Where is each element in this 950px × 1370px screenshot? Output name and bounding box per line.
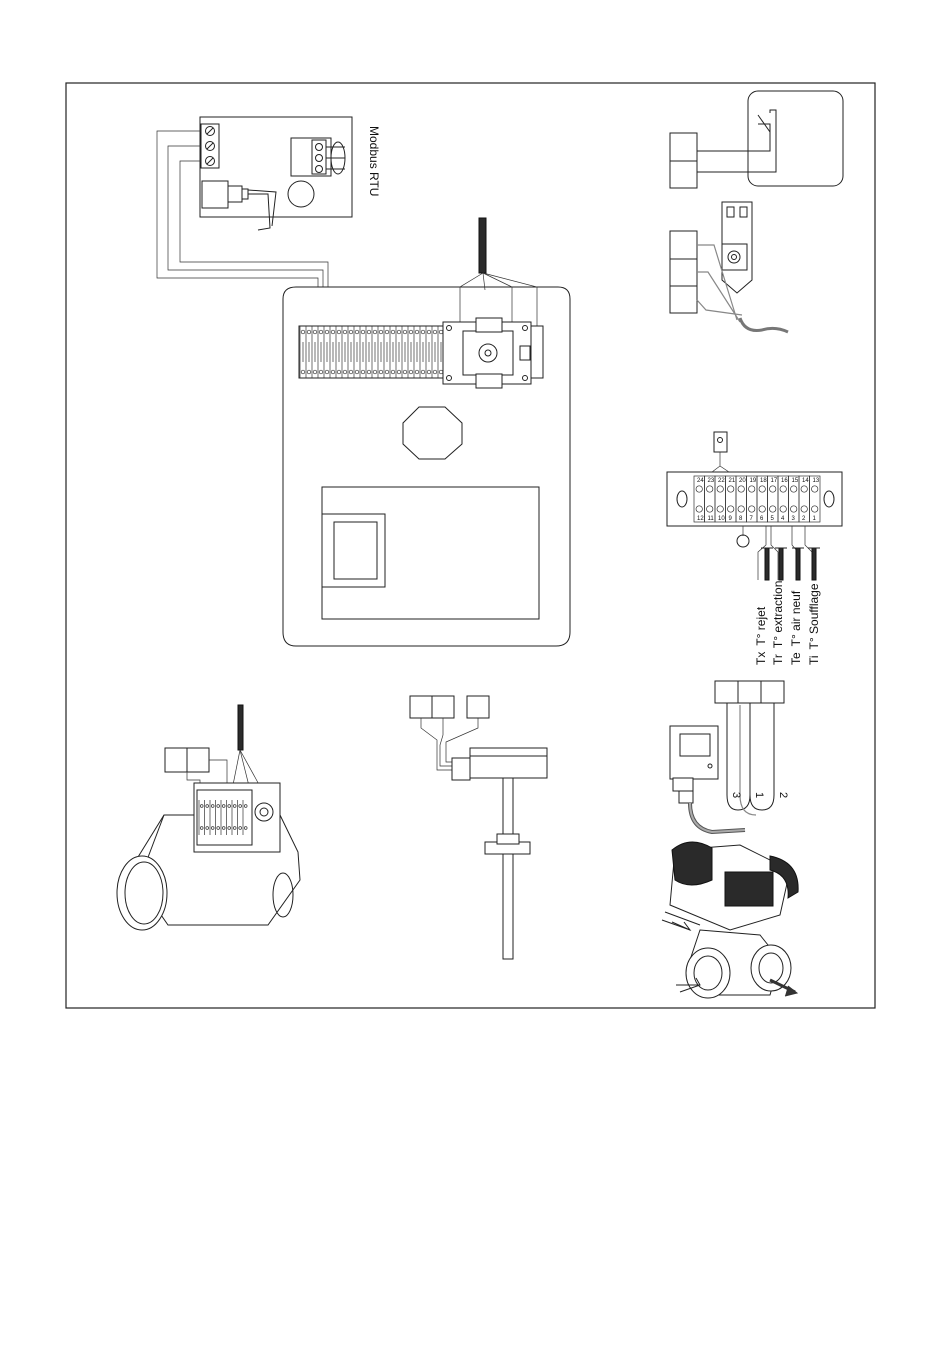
main-control-unit [283, 218, 570, 646]
remote-contact [670, 91, 843, 188]
strip-bottom-number: 12 [697, 516, 704, 522]
strip-top-number: 16 [781, 478, 788, 484]
strip-top-number: 14 [802, 478, 809, 484]
valve-actuator [662, 681, 798, 998]
duct-heater [117, 705, 300, 930]
strip-top-number: 18 [760, 478, 767, 484]
strip-top-number: 23 [708, 478, 715, 484]
strip-top-number: 13 [813, 478, 820, 484]
strip-top-number: 19 [750, 478, 757, 484]
strip-top-number: 20 [739, 478, 746, 484]
frost-thermostat [670, 202, 788, 332]
strip-top-number: 21 [729, 478, 736, 484]
duct-probe [410, 696, 547, 959]
sensor-label-ti: TiT° Soufflage [807, 583, 821, 665]
strip-top-number: 15 [792, 478, 799, 484]
sensor-label-te: TeT° air neuf [789, 590, 803, 665]
valve-wire-3: 3 [730, 792, 742, 798]
strip-bottom-number: 10 [718, 516, 725, 522]
sensor-label-tr: TrT° extraction [771, 581, 785, 665]
strip-bottom-number: 11 [708, 516, 715, 522]
modbus-rtu-label: Modbus RTU [367, 126, 381, 196]
strip-top-number: 17 [771, 478, 778, 484]
temperature-probes [758, 526, 820, 580]
strip-top-number: 22 [718, 478, 725, 484]
valve-wire-2: 2 [777, 792, 789, 798]
modbus-board [200, 117, 352, 230]
strip-top-number: 24 [697, 478, 704, 484]
sensor-label-tx: TxT° rejet [754, 606, 768, 665]
valve-wire-1: 1 [753, 792, 765, 798]
